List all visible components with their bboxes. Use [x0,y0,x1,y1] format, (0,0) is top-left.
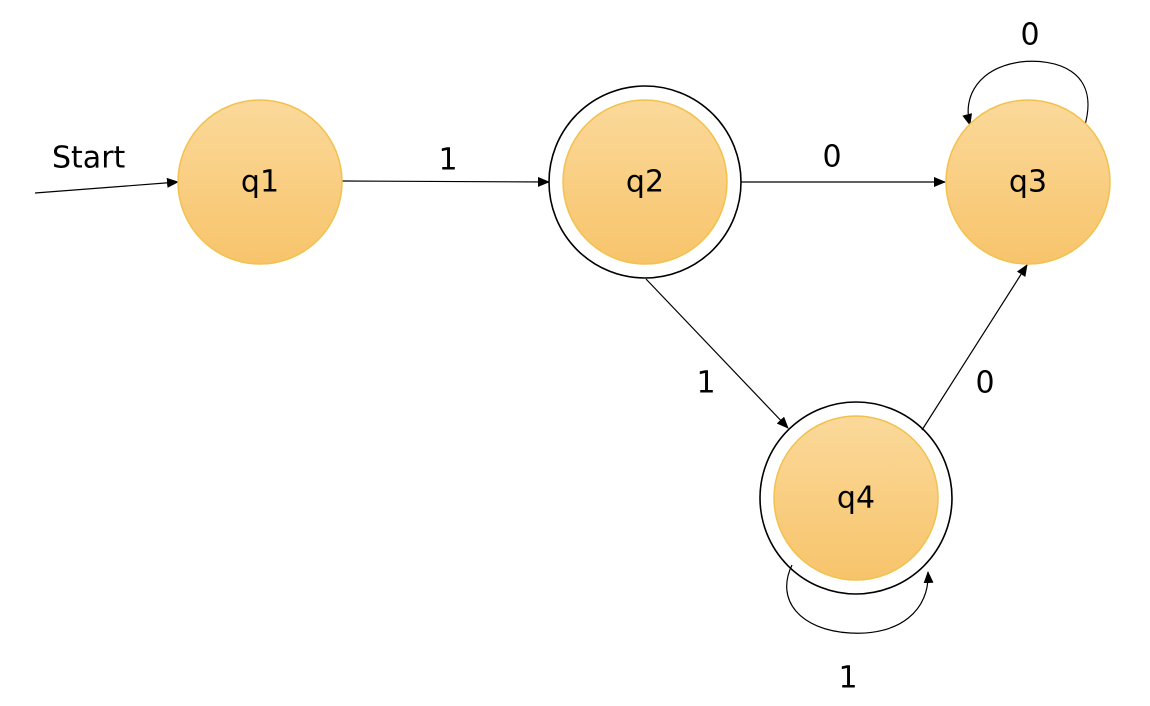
state-q4-circle [773,415,939,581]
transition-label-q4-q3: 0 [975,366,994,401]
state-q3-label: q3 [1009,165,1047,200]
start-label: Start [52,141,126,176]
state-q4-label: q4 [837,481,875,516]
state-q4: q4 [759,401,953,595]
state-q2: q2 [548,85,742,279]
state-q1: q1 [177,99,343,265]
state-q2-label: q2 [626,165,664,200]
transition-q2-q4: 1 [645,278,789,429]
transition-q4-q4-loop: 1 [786,564,934,696]
transition-label-q1-q2: 1 [438,143,457,178]
start-arrow: Start [34,141,179,194]
transition-label-q4-q4: 1 [838,661,857,696]
transition-label-q3-q3: 0 [1020,18,1039,53]
transition-q1-q2: 1 [340,143,550,187]
state-q2-circle [562,99,728,265]
state-q3: q3 [945,99,1111,265]
state-q1-label: q1 [241,165,279,200]
transition-q2-q3: 0 [741,140,946,187]
state-q1-circle [177,99,343,265]
transition-q4-q3: 0 [921,264,1028,431]
transition-label-q2-q3: 0 [822,140,841,175]
transition-label-q2-q4: 1 [696,366,715,401]
state-q2-accept-ring [548,85,742,279]
transition-q3-q3-loop: 0 [962,18,1089,126]
state-q3-circle [945,99,1111,265]
state-q4-accept-ring [759,401,953,595]
